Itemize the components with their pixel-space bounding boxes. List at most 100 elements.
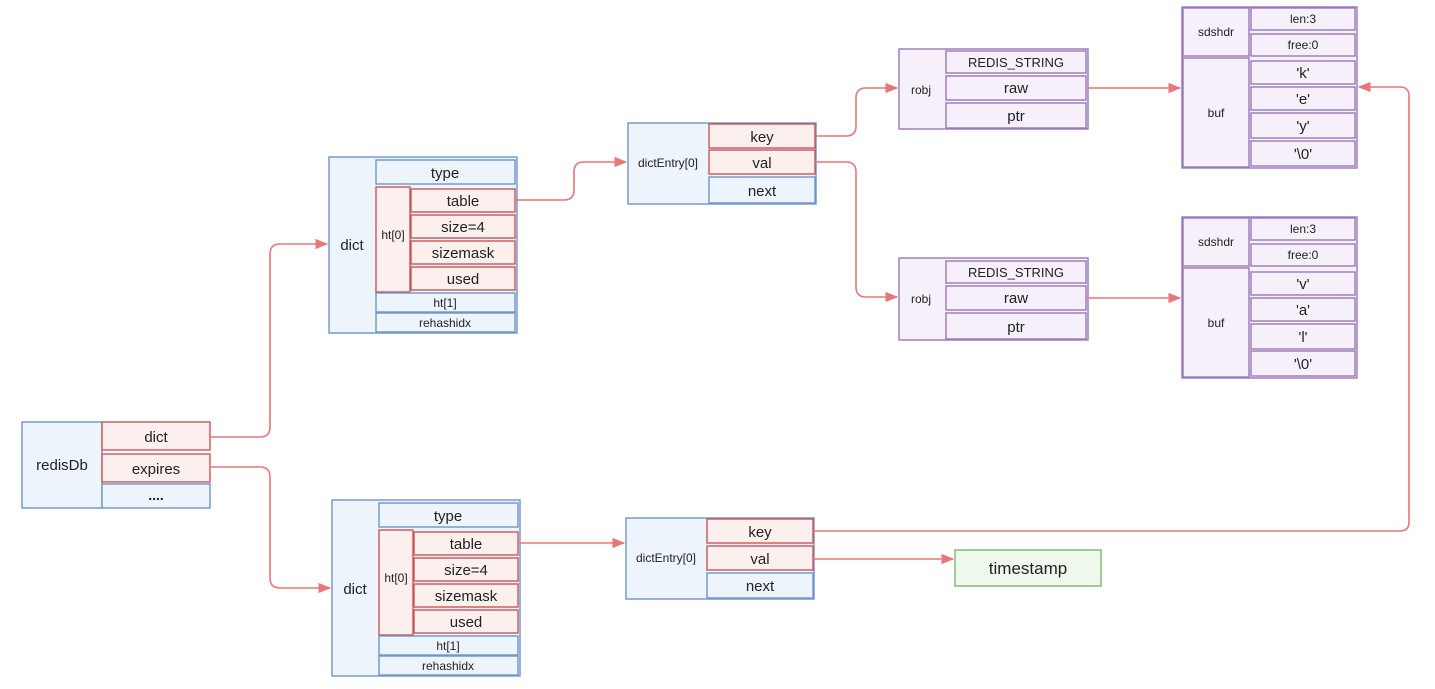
robj-val-ptr-cell (945, 312, 1087, 340)
dictentry-expires-label: dictEntry[0] (636, 551, 696, 565)
sdshdr-key-char-2: 'y' (1296, 118, 1309, 135)
dict-expires-size-cell (413, 557, 519, 582)
dictentry-main-next-label: next (748, 183, 777, 200)
redisdb-label: redisDb (36, 457, 88, 474)
sdshdr-key-label: sdshdr (1198, 25, 1234, 39)
pointer-arrows (210, 81, 1410, 594)
dict-expires-ht0-cell (378, 529, 414, 636)
dict-main-table-label: table (447, 193, 480, 210)
sdshdr-key-free-cell (1250, 33, 1356, 57)
robj-val-label: robj (911, 292, 931, 306)
robj-val-ptr-label: ptr (1007, 319, 1025, 336)
dict-expires-ht1-cell (378, 635, 519, 656)
sdshdr-val-char-2-cell (1250, 323, 1356, 350)
dict-expires-size-label: size=4 (444, 562, 488, 579)
dictentry-expires-key-label: key (748, 524, 772, 541)
robj-val-struct: robj REDIS_STRING raw ptr (898, 257, 1089, 341)
redisdb-dict-cell (101, 421, 211, 451)
robj-key-ptr-cell (945, 102, 1087, 129)
dict-expires-struct: dict type ht[0] table size=4 sizemask us… (331, 499, 521, 677)
dictentry-main-key-label: key (750, 129, 774, 146)
arrow-redisdb-dict-to-dict (210, 238, 329, 438)
arrow-dict-table-to-entry (515, 156, 628, 201)
robj-key-raw-cell (945, 75, 1087, 101)
sdshdr-key-struct: sdshdr len:3 free:0 buf 'k' 'e' 'y' '\0' (1181, 6, 1358, 169)
dict-main-ht0-label: ht[0] (381, 228, 404, 242)
dict-main-sizemask-label: sizemask (432, 245, 495, 262)
dict-expires-rehashidx-label: rehashidx (422, 659, 474, 673)
redisdb-expires-cell (101, 453, 211, 483)
sdshdr-val-buf-label: buf (1208, 316, 1225, 330)
dict-expires-rehashidx-cell (378, 655, 519, 676)
sdshdr-val-free-label: free:0 (1288, 248, 1319, 262)
sdshdr-key-buf-cell (1182, 57, 1250, 168)
sdshdr-key-char-1-cell (1250, 86, 1356, 111)
timestamp-label: timestamp (989, 559, 1067, 578)
dict-main-size-cell (410, 214, 516, 239)
dict-expires-sizemask-cell (413, 583, 519, 608)
arrow-expires-key-to-sds-key (813, 81, 1410, 532)
redisdb-more-label: .... (148, 487, 164, 503)
sdshdr-val-char-3: '\0' (1294, 356, 1312, 373)
robj-key-raw-label: raw (1004, 80, 1028, 97)
dict-main-ht1-label: ht[1] (433, 296, 456, 310)
sdshdr-key-char-3-cell (1250, 140, 1356, 167)
dictentry-main-key-cell (708, 123, 816, 149)
redisdb-struct: redisDb dict expires .... (21, 421, 211, 509)
timestamp-box (954, 549, 1102, 587)
redisdb-dict-label: dict (144, 429, 168, 446)
dict-main-used-cell (410, 266, 516, 291)
dict-main-type-label: type (431, 165, 459, 182)
sdshdr-val-char-0: 'v' (1296, 276, 1309, 293)
dictentry-main-struct: dictEntry[0] key val next (627, 122, 817, 205)
sdshdr-val-char-1-cell (1250, 297, 1356, 322)
sdshdr-val-char-3-cell (1250, 350, 1356, 377)
sdshdr-val-buf-cell (1182, 267, 1250, 378)
robj-key-label: robj (911, 83, 931, 97)
redisdb-more-cell (101, 483, 211, 509)
dictentry-main-label: dictEntry[0] (638, 156, 698, 170)
dictentry-expires-val-cell (706, 545, 814, 571)
dict-main-sizemask-cell (410, 240, 516, 265)
dictentry-expires-next-label: next (746, 578, 775, 595)
sdshdr-val-struct: sdshdr len:3 free:0 buf 'v' 'a' 'l' '\0' (1181, 216, 1358, 379)
sdshdr-val-name-cell (1182, 217, 1250, 267)
sdshdr-key-char-1: 'e' (1296, 91, 1310, 108)
robj-key-struct: robj REDIS_STRING raw ptr (898, 48, 1089, 130)
dictentry-expires-val-label: val (750, 551, 769, 568)
sdshdr-key-char-0: 'k' (1296, 65, 1309, 82)
sdshdr-key-buf-label: buf (1208, 106, 1225, 120)
dict-main-used-label: used (447, 271, 480, 288)
sdshdr-val-char-1: 'a' (1296, 302, 1310, 319)
sdshdr-key-name-cell (1182, 7, 1250, 57)
dict-expires-type-cell (378, 502, 519, 528)
redisdb-header-cell (21, 421, 103, 509)
robj-key-type-label: REDIS_STRING (968, 55, 1064, 70)
sdshdr-key-char-0-cell (1250, 60, 1356, 85)
dictentry-main-val-cell (708, 149, 816, 175)
sdshdr-val-len-cell (1250, 217, 1356, 241)
dict-main-size-label: size=4 (441, 219, 485, 236)
sdshdr-val-char-2: 'l' (1298, 329, 1307, 346)
dict-expires-table-label: table (450, 536, 483, 553)
arrow-entry-val-to-robj-val (815, 161, 899, 303)
redisdb-expires-label: expires (132, 461, 180, 478)
sdshdr-key-char-2-cell (1250, 112, 1356, 139)
dict-main-rehashidx-label: rehashidx (419, 316, 471, 330)
dict-expires-used-label: used (450, 614, 483, 631)
sdshdr-key-char-3: '\0' (1294, 146, 1312, 163)
dict-main-rehashidx-cell (375, 312, 516, 333)
arrow-redisdb-expires-to-dict (210, 466, 332, 594)
dict-main-label: dict (340, 237, 364, 254)
robj-val-type-cell (945, 260, 1087, 284)
sdshdr-key-free-label: free:0 (1288, 38, 1319, 52)
dict-main-ht0-cell (375, 186, 411, 293)
robj-key-ptr-label: ptr (1007, 108, 1025, 125)
robj-val-raw-label: raw (1004, 290, 1028, 307)
dictentry-expires-struct: dictEntry[0] key val next (625, 517, 815, 600)
sdshdr-key-len-cell (1250, 7, 1356, 31)
dictentry-main-val-label: val (752, 155, 771, 172)
robj-key-type-cell (945, 50, 1087, 74)
dict-main-ht1-cell (375, 292, 516, 313)
dict-expires-ht0-label: ht[0] (384, 571, 407, 585)
